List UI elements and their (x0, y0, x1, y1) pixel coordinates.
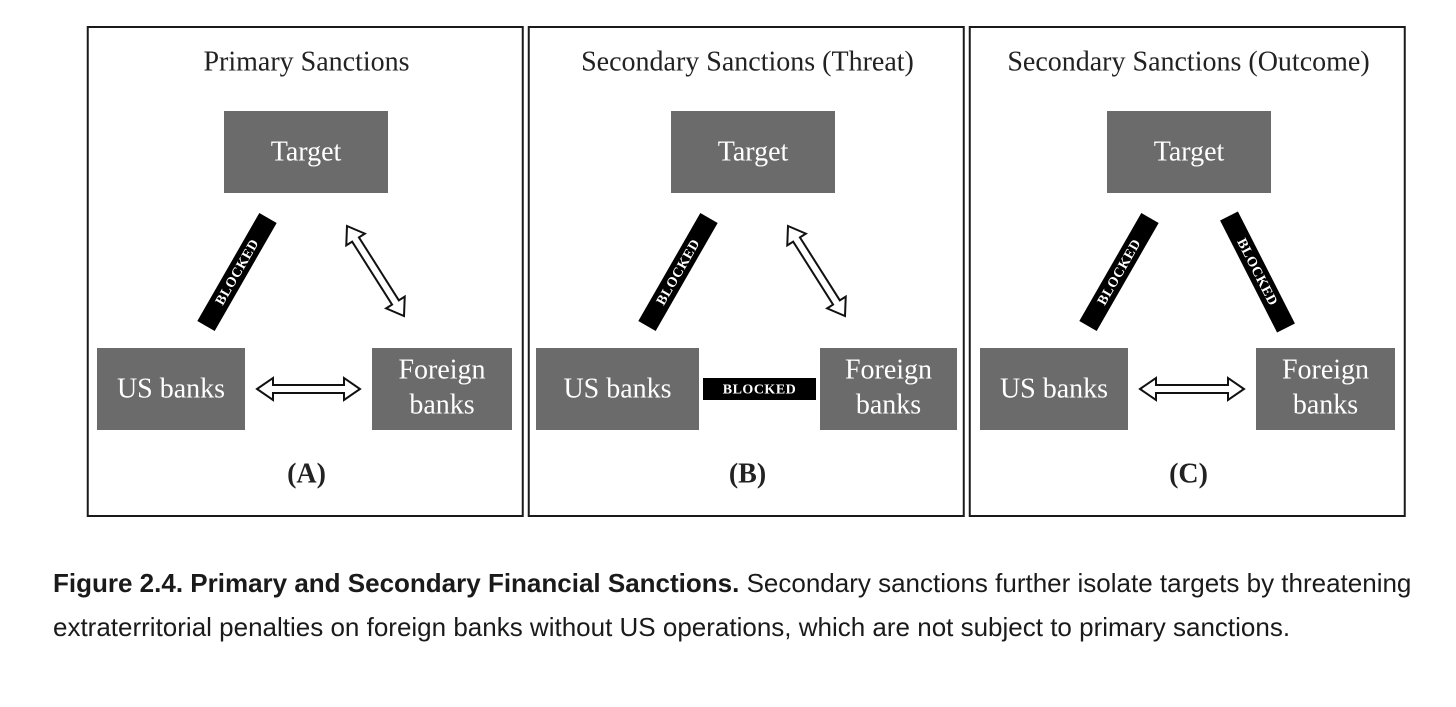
blocked-label: BLOCKED (213, 237, 263, 308)
blocked-label: BLOCKED (723, 383, 797, 398)
foreign-banks-label-line2: banks (409, 390, 474, 421)
caption-title: Figure 2.4. Primary and Secondary Financ… (53, 568, 740, 598)
link-target-us-blocked: BLOCKED (197, 213, 277, 331)
us-banks-label: US banks (1000, 374, 1108, 405)
panel-title: Primary Sanctions (203, 47, 409, 78)
blocked-bar-shape (1079, 213, 1159, 331)
link-target-foreign-arrow (786, 224, 847, 318)
panel-border (86, 26, 524, 517)
panel-b: Secondary Sanctions (Threat) Target US ban… (527, 26, 965, 517)
blocked-bar-shape (1220, 211, 1295, 333)
target-box (1107, 111, 1271, 193)
us-banks-label: US banks (117, 374, 225, 405)
foreign-banks-label-line2: banks (1293, 390, 1358, 421)
link-target-us-blocked: BLOCKED (1079, 213, 1159, 331)
foreign-banks-label-line1: Foreign (398, 355, 485, 386)
panel-border (968, 26, 1406, 517)
link-target-foreign-blocked: BLOCKED (1220, 211, 1295, 333)
panel-label: (B) (729, 459, 766, 490)
panel-border (527, 26, 965, 517)
foreign-banks-box (820, 348, 957, 430)
foreign-banks-label-line1: Foreign (1282, 355, 1369, 386)
target-label: Target (718, 137, 789, 168)
target-label: Target (271, 137, 342, 168)
link-us-foreign-arrow (255, 376, 362, 402)
blocked-bar-shape (703, 378, 816, 400)
target-label: Target (1154, 137, 1225, 168)
foreign-banks-box (372, 348, 512, 430)
link-us-foreign-blocked: BLOCKED (703, 378, 816, 400)
blocked-bar-shape (638, 213, 718, 331)
target-box (224, 111, 388, 193)
panel-c: Secondary Sanctions (Outcome) Target US ba… (968, 26, 1406, 517)
panel-label: (C) (1169, 459, 1208, 490)
panel-title: Secondary Sanctions (Threat) (581, 47, 914, 78)
us-banks-box (97, 348, 245, 430)
panel-label: (A) (287, 459, 326, 490)
foreign-banks-label-line2: banks (856, 390, 921, 421)
figure-caption: Figure 2.4. Primary and Secondary Financ… (53, 561, 1413, 649)
us-banks-box (536, 348, 699, 430)
panel-title: Secondary Sanctions (Outcome) (1007, 47, 1369, 78)
link-target-foreign-arrow (345, 224, 406, 318)
foreign-banks-box (1256, 348, 1395, 430)
blocked-bar-shape (197, 213, 277, 331)
link-target-us-blocked: BLOCKED (638, 213, 718, 331)
blocked-label: BLOCKED (1233, 236, 1280, 308)
caption-text: Secondary sanctions further isolate targ… (53, 568, 1412, 642)
us-banks-box (980, 348, 1128, 430)
blocked-label: BLOCKED (654, 237, 704, 308)
link-us-foreign-arrow (1138, 376, 1246, 402)
foreign-banks-label-line1: Foreign (845, 355, 932, 386)
us-banks-label: US banks (563, 374, 671, 405)
target-box (671, 111, 835, 193)
blocked-label: BLOCKED (1095, 237, 1145, 308)
